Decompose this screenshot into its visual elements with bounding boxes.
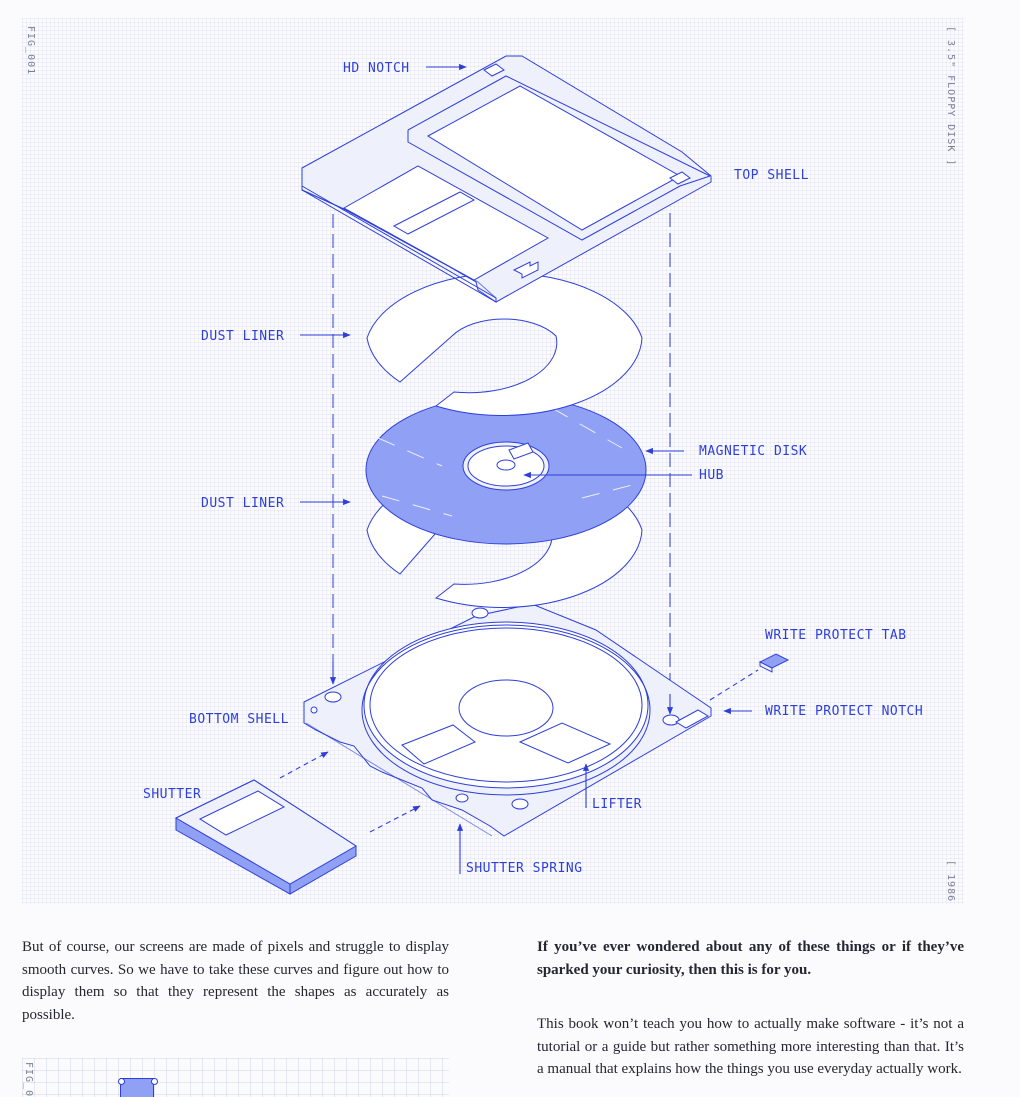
label-lifter: LIFTER	[592, 797, 642, 812]
label-dust-liner-bottom: DUST LINER	[201, 496, 284, 511]
label-dust-liner-top: DUST LINER	[201, 329, 284, 344]
figure2-handle-left	[118, 1078, 125, 1085]
write-protect-tab	[758, 653, 790, 673]
second-figure: FIG_002	[22, 1058, 449, 1097]
floppy-disk-exploded-figure: FIG_001 [ 3.5" FLOPPY DISK ] [ 1986 ]	[22, 18, 964, 904]
shutter	[174, 779, 357, 895]
top-shell	[301, 55, 712, 303]
label-hd-notch: HD NOTCH	[343, 61, 410, 76]
figure2-handle-right	[151, 1078, 158, 1085]
body-paragraph: This book won’t teach you how to actuall…	[537, 1016, 964, 1077]
magnetic-disk	[365, 395, 647, 545]
figure2-shape	[120, 1078, 154, 1097]
label-write-protect-notch: WRITE PROTECT NOTCH	[765, 704, 923, 719]
label-shutter-spring: SHUTTER SPRING	[466, 861, 583, 876]
lead-paragraph: If you’ve ever wondered about any of the…	[537, 939, 964, 978]
label-write-protect-tab: WRITE PROTECT TAB	[765, 628, 907, 643]
label-hub: HUB	[699, 468, 724, 483]
label-top-shell: TOP SHELL	[734, 168, 809, 183]
left-paragraph: But of course, our screens are made of p…	[22, 939, 449, 1023]
right-column: If you’ve ever wondered about any of the…	[537, 936, 964, 1081]
figure2-id: FIG_002	[23, 1062, 34, 1097]
bottom-shell	[303, 603, 712, 837]
label-shutter: SHUTTER	[143, 787, 201, 802]
label-magnetic-disk: MAGNETIC DISK	[699, 444, 807, 459]
exploded-diagram: HD NOTCH TOP SHELL DUST LINER MAGNETIC D…	[143, 55, 923, 895]
label-bottom-shell: BOTTOM SHELL	[189, 712, 289, 727]
